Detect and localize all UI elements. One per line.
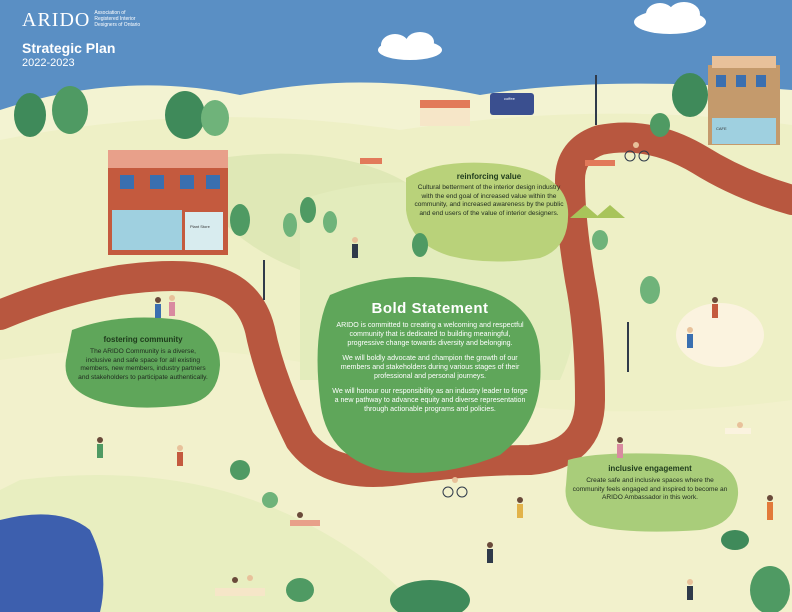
walking-path xyxy=(0,122,792,487)
reinforcing-value-section: reinforcing value Cultural betterment of… xyxy=(414,172,564,218)
trees xyxy=(14,73,790,612)
pond xyxy=(0,514,104,612)
sports-court xyxy=(676,303,764,367)
bold-statement-heading: Bold Statement xyxy=(371,300,489,317)
fostering-community-heading: fostering community xyxy=(103,335,183,344)
text-blobs xyxy=(65,162,739,532)
bold-statement-paragraph: We will boldly advocate and champion the… xyxy=(340,354,520,380)
fostering-community-body: The ARIDO Community is a diverse, inclus… xyxy=(78,348,208,381)
inclusive-engagement-heading: inclusive engagement xyxy=(608,464,692,473)
cafe-sign: CAFE xyxy=(716,126,727,131)
inclusive-engagement-section: inclusive engagement Create safe and inc… xyxy=(572,464,728,503)
fostering-community-section: fostering community The ARIDO Community … xyxy=(78,335,208,382)
bold-statement-paragraph: ARIDO is committed to creating a welcomi… xyxy=(336,321,524,347)
logo-descriptor: Association of Registered Interior Desig… xyxy=(94,10,141,28)
lamp-posts xyxy=(263,75,629,372)
people xyxy=(97,142,773,600)
bold-statement-section: Bold Statement ARIDO is committed to cre… xyxy=(332,300,528,420)
plan-years: 2022-2023 xyxy=(22,57,75,69)
clouds xyxy=(378,2,706,60)
page-title: Strategic Plan xyxy=(22,40,116,56)
coffee-truck-sign: coffee xyxy=(504,96,515,101)
plant-store-building xyxy=(108,150,228,255)
inclusive-engagement-body: Create safe and inclusive spaces where t… xyxy=(572,477,728,502)
reinforcing-value-body: Cultural betterment of the interior desi… xyxy=(414,184,564,217)
cafe-building xyxy=(708,56,780,145)
arido-logo: ARIDO xyxy=(22,9,91,31)
plant-store-sign: Plant Store xyxy=(190,224,210,229)
food-stalls xyxy=(360,93,625,218)
reinforcing-value-heading: reinforcing value xyxy=(456,172,522,181)
bold-statement-paragraph: We will honour our responsibility as an … xyxy=(332,387,528,413)
logo-header: ARIDO Association of Registered Interior… xyxy=(22,10,146,69)
